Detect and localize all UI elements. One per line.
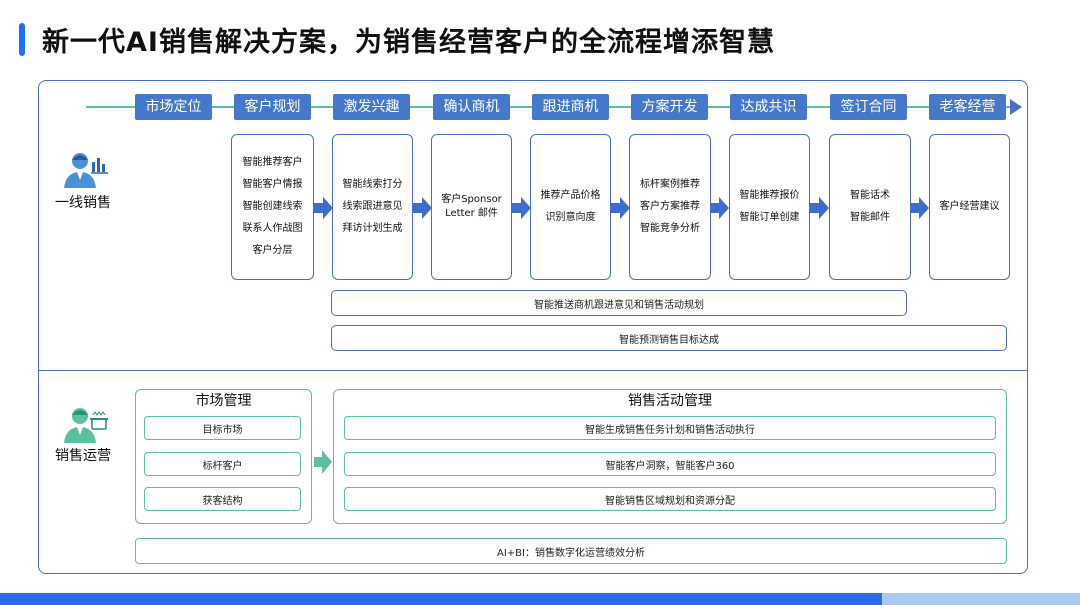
arrow-right-icon (413, 197, 432, 219)
task-item: 智能邮件 (850, 212, 890, 223)
stage-4: 确认商机 (433, 94, 510, 120)
task-item: 客户方案推荐 (640, 201, 700, 212)
task-box-7: 智能话术 智能邮件 (829, 134, 911, 280)
role-operations-label: 销售运营 (55, 448, 111, 464)
bi-analysis-box: AI+BI：销售数字化运营绩效分析 (135, 538, 1007, 564)
arrow-right-icon (314, 197, 333, 219)
task-item: 智能客户情报 (242, 179, 303, 190)
task-item: 客户经营建议 (939, 201, 1000, 212)
stage-6: 方案开发 (631, 94, 708, 120)
market-item: 获客结构 (144, 487, 301, 511)
task-item: 拜访计划生成 (342, 223, 403, 234)
stage-7: 达成共识 (730, 94, 807, 120)
activity-management-title: 销售活动管理 (628, 393, 712, 409)
task-item: 智能推荐客户 (242, 157, 303, 168)
section-divider (39, 370, 1027, 371)
title-accent-bar (19, 23, 25, 56)
task-item: 客户Sponsor (441, 194, 502, 205)
task-box-3: 客户Sponsor Letter 邮件 (431, 134, 512, 280)
task-box-8: 客户经营建议 (929, 134, 1010, 280)
arrow-right-icon (611, 197, 630, 219)
market-management-title: 市场管理 (195, 393, 252, 409)
task-item: 联系人作战图 (242, 223, 303, 234)
task-item: 智能竞争分析 (640, 223, 700, 234)
market-item: 标杆客户 (144, 452, 301, 476)
arrow-right-icon (512, 197, 531, 219)
diagram-frame (38, 80, 1028, 574)
arrow-right-icon (710, 197, 729, 219)
task-item: 线索跟进意见 (342, 201, 403, 212)
task-box-2: 智能线索打分 线索跟进意见 拜访计划生成 (332, 134, 413, 280)
task-item: 识别意向度 (545, 212, 596, 223)
push-advice-box: 智能推送商机跟进意见和销售活动规划 (331, 290, 907, 316)
operations-icon (64, 408, 108, 443)
arrow-right-icon (810, 197, 829, 219)
activity-item: 智能生成销售任务计划和销售活动执行 (344, 416, 996, 440)
stage-1: 市场定位 (135, 94, 212, 120)
task-item: 客户分层 (252, 245, 293, 256)
stage-2: 客户规划 (234, 94, 311, 120)
stage-3: 激发兴趣 (333, 94, 410, 120)
task-item: 推荐产品价格 (540, 190, 601, 201)
stage-8: 签订合同 (830, 94, 907, 120)
flow-arrowhead-icon (1010, 99, 1022, 115)
task-box-5: 标杆案例推荐 客户方案推荐 智能竞争分析 (629, 134, 711, 280)
salesperson-icon (64, 153, 108, 188)
task-item: 智能话术 (850, 190, 890, 201)
footer-bar-accent (882, 593, 1080, 605)
role-frontline-label: 一线销售 (55, 195, 111, 211)
arrow-right-green-icon (314, 450, 332, 474)
task-box-1: 智能推荐客户 智能客户情报 智能创建线索 联系人作战图 客户分层 (231, 134, 314, 280)
task-item: 智能创建线索 (242, 201, 303, 212)
arrow-right-icon (910, 197, 929, 219)
forecast-box: 智能预测销售目标达成 (331, 325, 1007, 351)
stage-5: 跟进商机 (532, 94, 609, 120)
stage-9: 老客经营 (929, 94, 1006, 120)
task-item: 智能线索打分 (342, 179, 403, 190)
task-box-4: 推荐产品价格 识别意向度 (530, 134, 611, 280)
market-item: 目标市场 (144, 416, 301, 440)
page-title: 新一代AI销售解决方案，为销售经营客户的全流程增添智慧 (42, 27, 775, 58)
task-box-6: 智能推荐报价 智能订单创建 (729, 134, 810, 280)
task-item: Letter 邮件 (445, 208, 498, 219)
footer-bar (0, 593, 1080, 605)
activity-item: 智能销售区域规划和资源分配 (344, 487, 996, 511)
task-item: 智能订单创建 (739, 212, 800, 223)
task-item: 标杆案例推荐 (640, 179, 700, 190)
activity-item: 智能客户洞察，智能客户360 (344, 452, 996, 476)
task-item: 智能推荐报价 (739, 190, 800, 201)
